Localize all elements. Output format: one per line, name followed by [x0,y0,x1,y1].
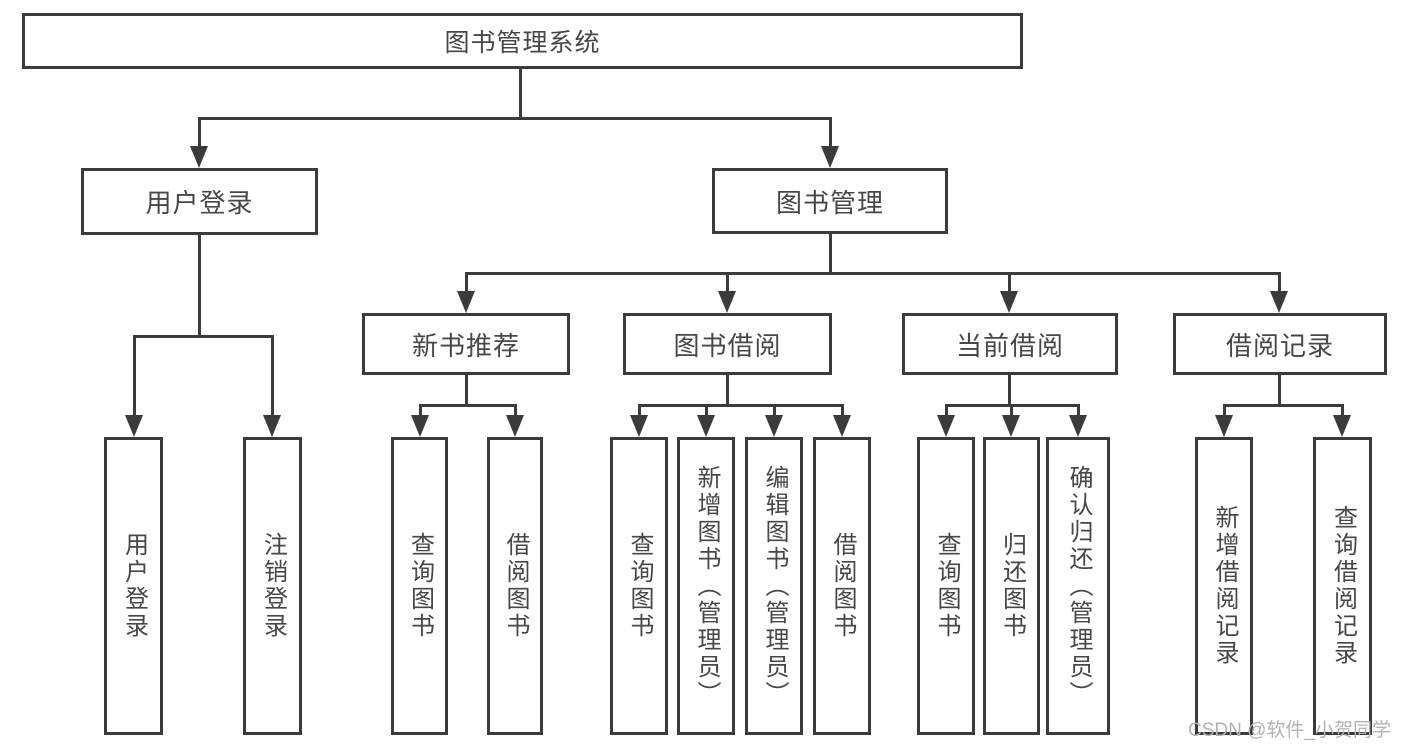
arrowhead-icon [506,415,524,437]
leaf-logout: 注销登录 [243,437,302,735]
arrowhead-icon [833,415,851,437]
edge-user-login-stem [198,235,201,336]
edge-drop [514,404,517,417]
edge-drop [465,272,468,293]
node-book-management: 图书管理 [712,168,948,234]
leaf-borrow-books: 借阅图书 [487,437,543,735]
edge-drop [1341,404,1344,417]
edge-drop [1077,404,1080,417]
edge-drop [1010,404,1013,417]
edge-rail [1223,404,1344,407]
node-current-borrow: 当前借阅 [902,313,1118,375]
leaf-add-borrow-record: 新增借阅记录 [1195,437,1253,735]
edge-drop [419,404,422,417]
arrowhead-icon [1270,291,1288,313]
edge-rail [419,404,516,407]
edge-drop [1223,404,1226,417]
edge-drop [773,404,776,417]
arrowhead-icon [457,291,475,313]
arrowhead-icon [263,415,281,437]
arrowhead-icon [1002,415,1020,437]
edge-stem [726,375,729,405]
leaf-query-borrow-record: 查询借阅记录 [1313,437,1372,735]
edge-root-stem [519,68,522,118]
leaf-confirm-return-admin: 确认归还（管理员） [1046,437,1110,735]
edge-drop [705,404,708,417]
edge-drop [829,117,832,148]
arrowhead-icon [190,146,208,168]
arrowhead-icon [125,415,143,437]
edge-drop [945,404,948,417]
edge-drop [638,404,641,417]
arrowhead-icon [697,415,715,437]
arrowhead-icon [765,415,783,437]
edge-stem [1008,375,1011,405]
edge-drop [726,272,729,293]
arrowhead-icon [1000,291,1018,313]
arrowhead-icon [1333,415,1351,437]
edge-user-login-rail [133,335,274,338]
leaf-edit-books-admin: 编辑图书（管理员） [745,437,803,735]
node-user-login: 用户登录 [81,168,318,235]
arrowhead-icon [937,415,955,437]
node-book-borrow: 图书借阅 [623,313,832,375]
edge-drop [271,335,274,415]
leaf-add-books-admin: 新增图书（管理员） [677,437,735,735]
leaf-query-books: 查询图书 [391,437,448,735]
edge-book-mgmt-stem [829,234,832,273]
leaf-query-books: 查询图书 [917,437,975,735]
arrowhead-icon [821,146,839,168]
leaf-query-books: 查询图书 [610,437,668,735]
edge-drop [133,335,136,415]
node-new-book-recommend: 新书推荐 [362,313,570,375]
leaf-user-login: 用户登录 [104,437,163,735]
edge-stem [465,375,468,405]
edge-rail [638,404,844,407]
edge-book-mgmt-rail [465,272,1281,275]
edge-drop [1278,272,1281,293]
leaf-borrow-books: 借阅图书 [813,437,871,735]
edge-drop [1008,272,1011,293]
arrowhead-icon [1069,415,1087,437]
leaf-return-books: 归还图书 [983,437,1040,735]
arrowhead-icon [630,415,648,437]
arrowhead-icon [411,415,429,437]
edge-stem [1278,375,1281,405]
node-borrow-records: 借阅记录 [1173,313,1387,375]
arrowhead-icon [1215,415,1233,437]
edge-drop [198,117,201,148]
node-root: 图书管理系统 [22,13,1023,69]
edge-root-rail [198,117,832,120]
arrowhead-icon [718,291,736,313]
edge-drop [841,404,844,417]
csdn-watermark: CSDN @软件_小贺同学 [1188,720,1391,741]
